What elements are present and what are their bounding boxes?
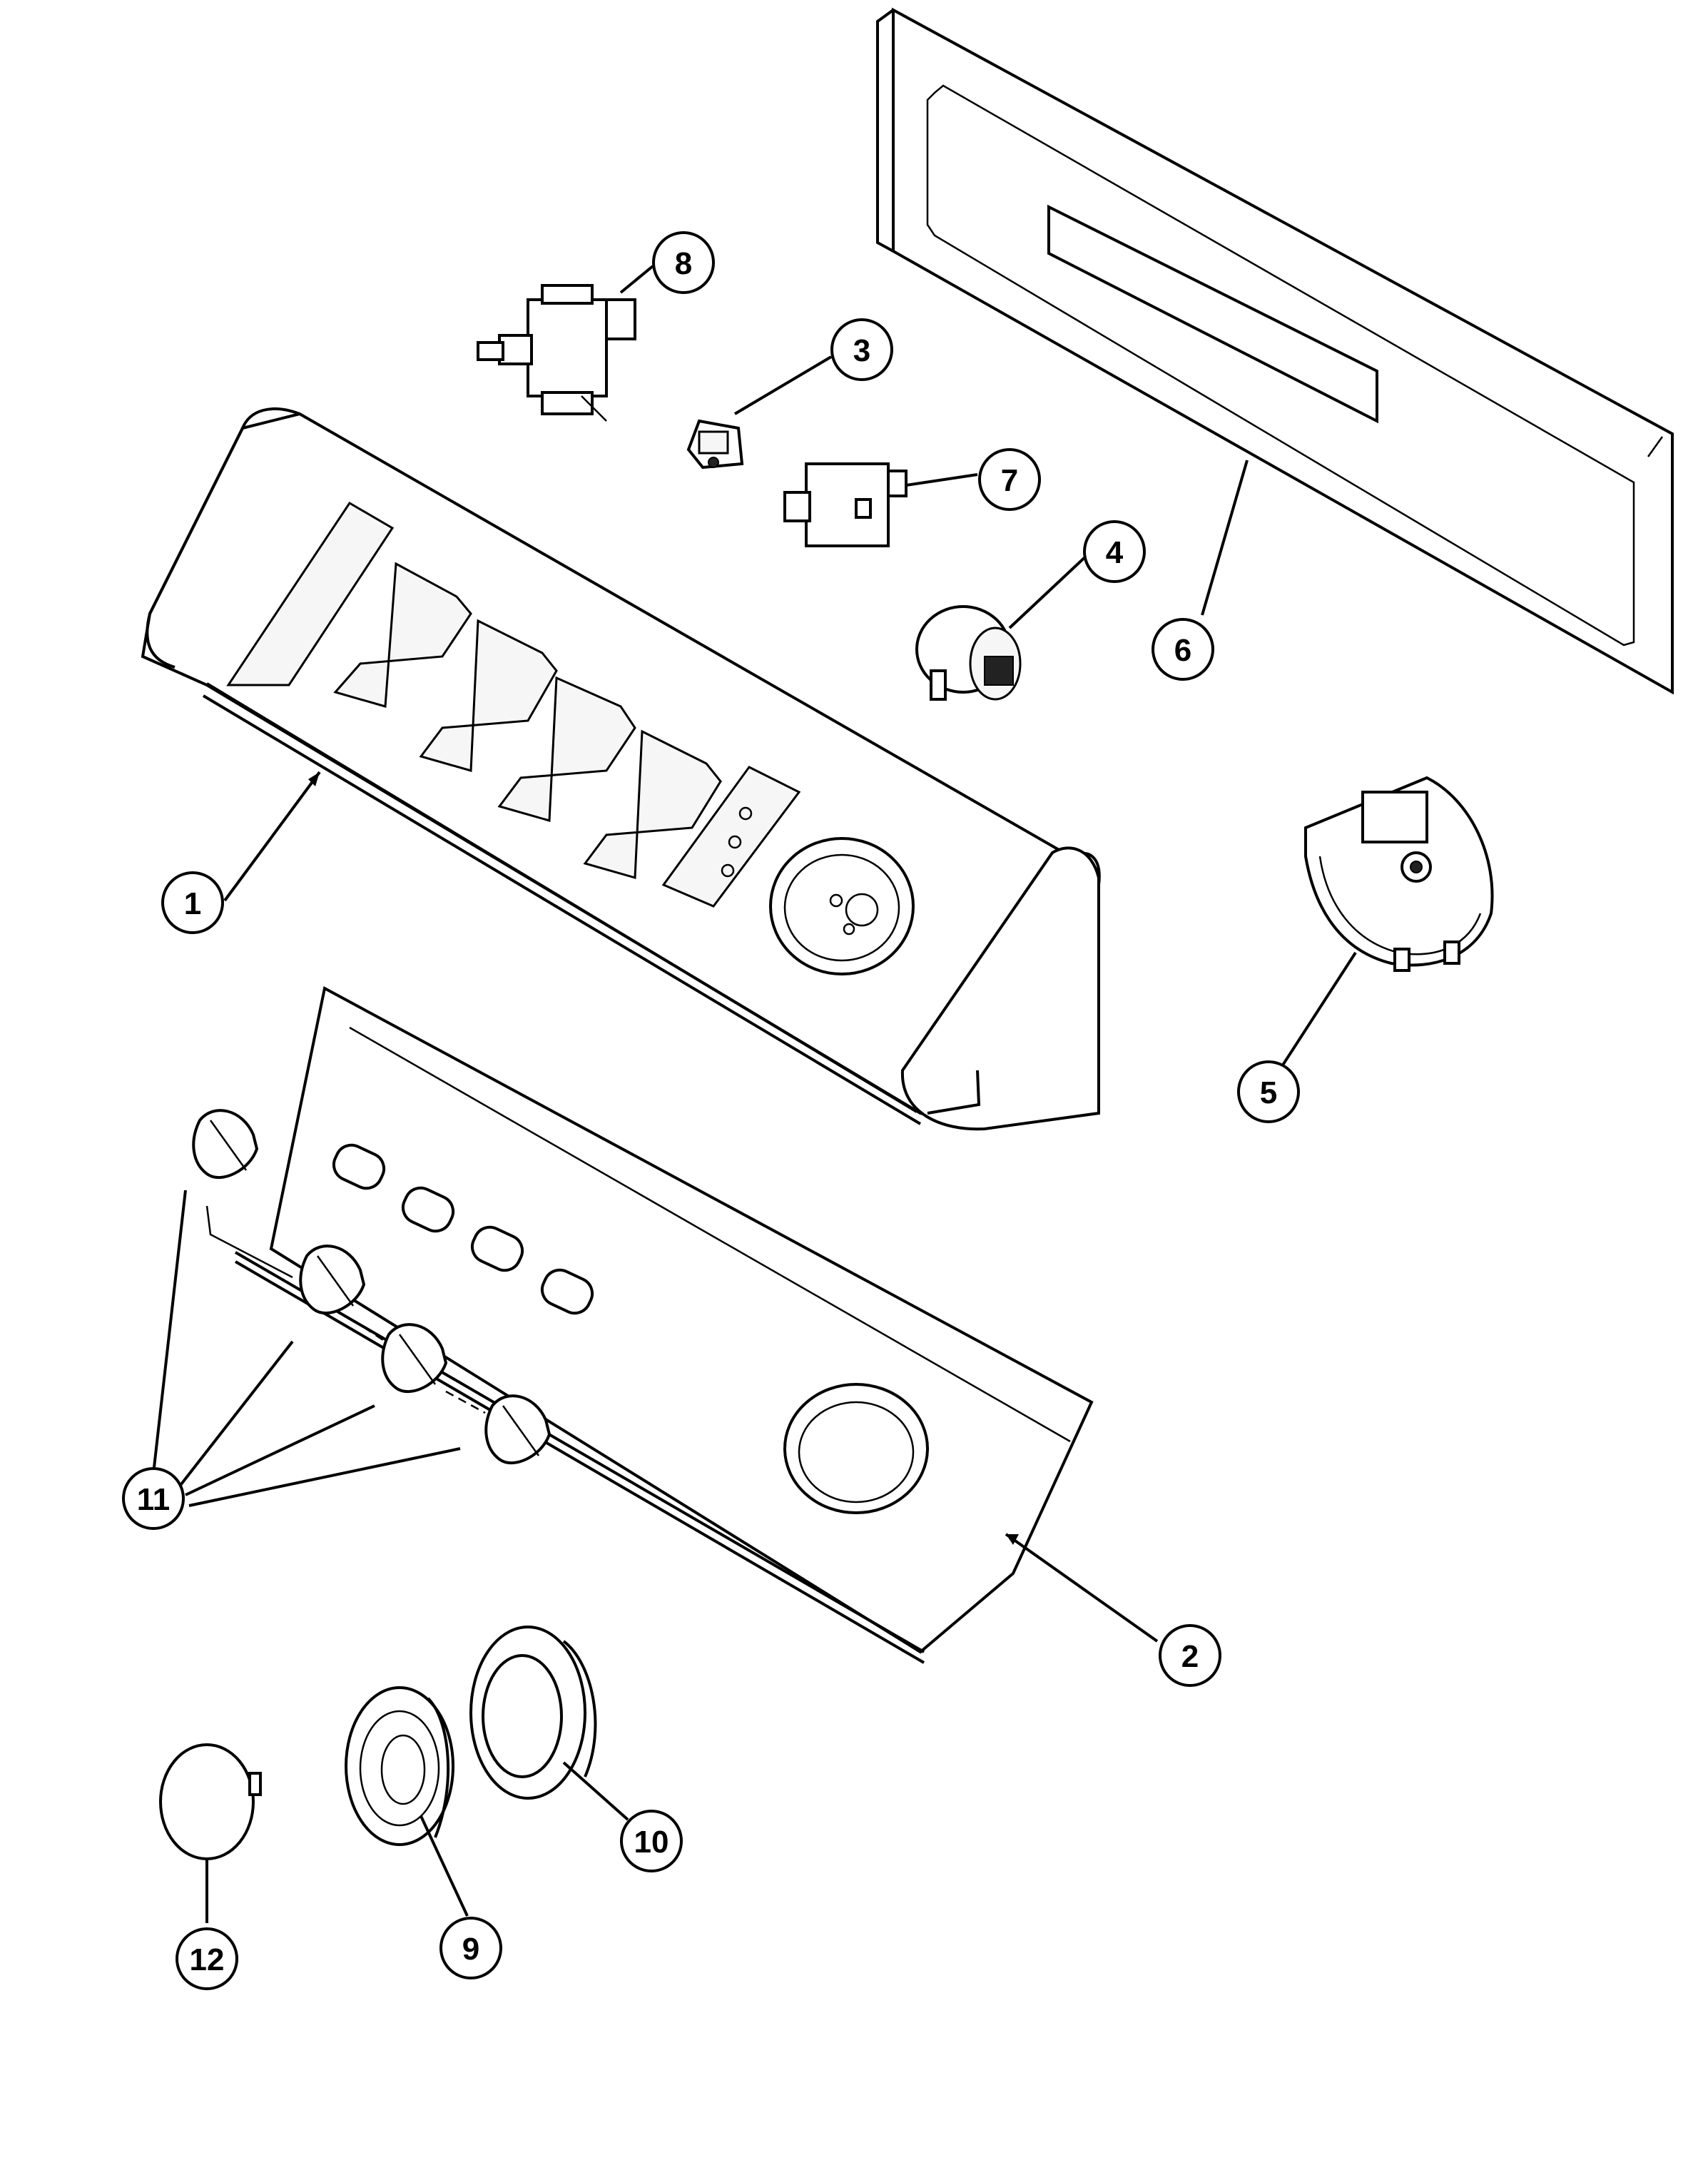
callout-4: 4 xyxy=(1083,520,1146,583)
callout-label-4: 4 xyxy=(1106,535,1124,570)
callout-10: 10 xyxy=(620,1810,683,1872)
callout-11: 11 xyxy=(122,1467,185,1530)
callout-label-1: 1 xyxy=(184,886,201,921)
part-10-bezel xyxy=(469,1626,597,1800)
part-1-console xyxy=(141,407,1101,1131)
callout-label-7: 7 xyxy=(1001,463,1018,498)
callout-label-3: 3 xyxy=(853,333,870,368)
part-5-timer xyxy=(1304,776,1494,972)
part-7-component xyxy=(783,462,908,547)
callout-label-8: 8 xyxy=(675,246,692,281)
part-2-front-panel xyxy=(234,985,1094,1664)
callout-9: 9 xyxy=(439,1917,502,1979)
callout-1: 1 xyxy=(161,871,224,934)
callout-label-2: 2 xyxy=(1181,1639,1199,1674)
callout-label-12: 12 xyxy=(190,1942,225,1977)
part-8-switch xyxy=(477,284,636,415)
callout-6: 6 xyxy=(1152,618,1214,681)
callout-5: 5 xyxy=(1237,1060,1300,1123)
part-12-cap xyxy=(159,1743,262,1860)
part-11-knobs xyxy=(192,1109,551,1464)
callout-label-11: 11 xyxy=(137,1482,171,1517)
part-6-rear-panel xyxy=(876,7,1674,695)
callout-2: 2 xyxy=(1159,1624,1221,1687)
leader-lines xyxy=(152,265,1357,1923)
callout-3: 3 xyxy=(830,318,893,381)
part-3-switch xyxy=(686,419,744,470)
callout-8: 8 xyxy=(652,231,715,294)
callout-label-10: 10 xyxy=(634,1825,669,1860)
callout-label-9: 9 xyxy=(462,1932,479,1967)
callout-7: 7 xyxy=(978,448,1041,511)
part-9-dial xyxy=(345,1686,454,1846)
callout-label-6: 6 xyxy=(1174,633,1191,668)
callout-12: 12 xyxy=(176,1927,238,1990)
callout-label-5: 5 xyxy=(1260,1075,1277,1110)
part-4-selector xyxy=(915,605,1022,701)
